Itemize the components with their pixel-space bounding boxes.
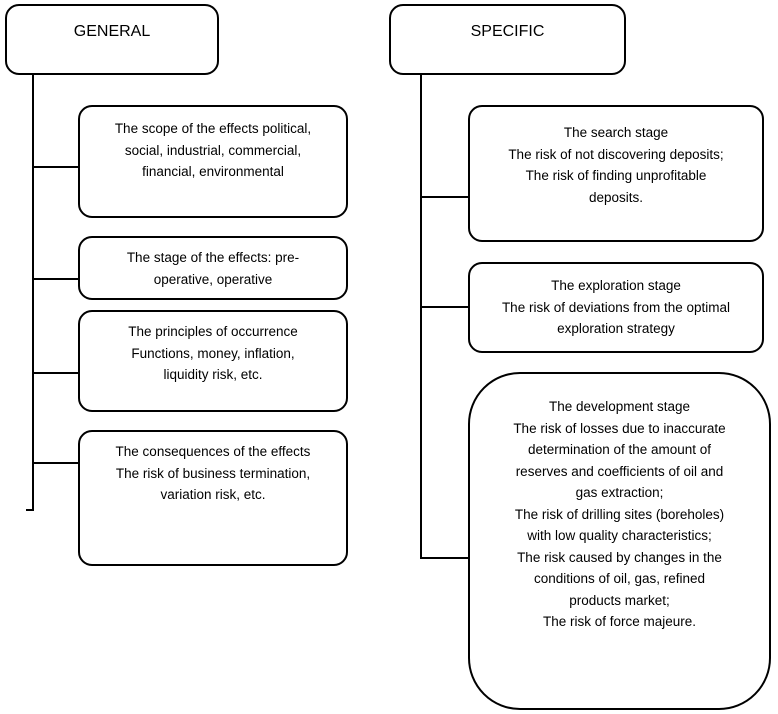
general-item-scope: The scope of the effects political, soci… [78, 105, 348, 218]
specific-item-line: deposits. [588, 189, 644, 205]
general-item-line: financial, environmental [142, 164, 284, 179]
general-header-box: GENERAL [5, 4, 219, 75]
specific-item-line: The risk of losses due to inaccurate [513, 420, 726, 436]
specific-item-line: The search stage [563, 125, 669, 140]
general-item-line: The principles of occurrence [128, 324, 298, 339]
specific-item-line: The risk of deviations from the optimal [501, 299, 731, 315]
general-trunk-line [32, 74, 34, 510]
specific-item-search: The search stage The risk of not discove… [468, 105, 764, 242]
specific-item-exploration: The exploration stage The risk of deviat… [468, 262, 764, 353]
specific-item-development: The development stage The risk of losses… [468, 372, 771, 710]
general-item-principles: The principles of occurrence Functions, … [78, 310, 348, 412]
specific-branch-3 [420, 557, 469, 559]
general-item-stage: The stage of the effects: pre- operative… [78, 236, 348, 300]
general-item-consequences: The consequences of the effects The risk… [78, 430, 348, 566]
general-branch-1 [32, 166, 79, 168]
general-trunk-foot [26, 509, 34, 511]
general-item-line: social, industrial, commercial, [124, 142, 302, 158]
specific-item-line: reserves and coefficients of oil and [515, 463, 724, 479]
specific-branch-2 [420, 306, 469, 308]
specific-header-box: SPECIFIC [389, 4, 626, 75]
specific-item-line: The exploration stage [551, 278, 681, 293]
specific-item-line: exploration strategy [557, 321, 675, 336]
specific-item-line: determination of the amount of [527, 442, 712, 457]
general-item-line: variation risk, etc. [160, 487, 266, 502]
specific-item-line: The risk caused by changes in the [517, 549, 722, 565]
specific-trunk-line [420, 74, 422, 558]
specific-item-line: The risk of not discovering deposits; [508, 146, 724, 162]
specific-header-label: SPECIFIC [470, 23, 545, 40]
general-item-line: liquidity risk, etc. [163, 367, 263, 382]
specific-item-line: products market; [569, 592, 670, 608]
specific-item-line: conditions of oil, gas, refined [533, 571, 706, 586]
specific-item-line: The development stage [548, 399, 691, 414]
general-item-line: The stage of the effects: pre- [126, 250, 300, 265]
general-item-line: The risk of business termination, [115, 465, 311, 481]
general-item-line: The scope of the effects political, [114, 121, 312, 136]
general-branch-2 [32, 278, 79, 280]
general-branch-4 [32, 462, 79, 464]
specific-branch-1 [420, 196, 469, 198]
general-item-line: Functions, money, inflation, [131, 345, 295, 361]
general-item-line: operative, operative [153, 271, 273, 287]
general-item-line: The consequences of the effects [115, 444, 311, 459]
specific-item-line: The risk of finding unprofitable [525, 168, 707, 183]
specific-item-line: The risk of force majeure. [542, 614, 697, 629]
general-header-label: GENERAL [73, 23, 151, 40]
general-branch-3 [32, 372, 79, 374]
specific-item-line: with low quality characteristics; [527, 528, 712, 543]
specific-item-line: The risk of drilling sites (boreholes) [514, 506, 725, 522]
specific-item-line: gas extraction; [575, 485, 664, 500]
